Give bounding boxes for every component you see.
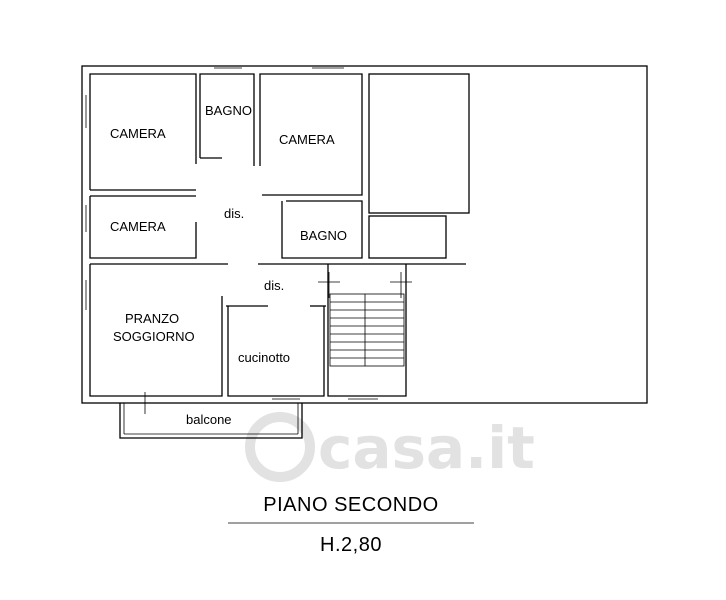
room-label-cucinotto: cucinotto xyxy=(238,350,290,365)
room-label-bagno-1: BAGNO xyxy=(205,103,252,118)
room-label-balcone: balcone xyxy=(186,412,232,427)
storage-block-upper xyxy=(368,73,470,214)
room-label-pranzo: PRANZO xyxy=(125,311,179,326)
wall-pranzo xyxy=(89,264,223,397)
wall-bagno-2 xyxy=(281,200,363,259)
storage-block-lower xyxy=(368,215,447,259)
room-label-soggiorno: SOGGIORNO xyxy=(113,329,195,344)
balcony-outline xyxy=(119,403,303,439)
room-label-dis-2: dis. xyxy=(264,278,284,293)
floor-title: PIANO SECONDO xyxy=(263,494,438,516)
ceiling-height: H.2,80 xyxy=(320,534,382,556)
room-label-bagno-2: BAGNO xyxy=(300,228,347,243)
wall-bagno-1 xyxy=(199,73,255,166)
building-outline xyxy=(81,65,648,404)
watermark: casa.it xyxy=(245,412,535,482)
room-label-camera-1: CAMERA xyxy=(110,126,166,141)
wall-camera-1 xyxy=(89,73,197,190)
watermark-logo-icon xyxy=(245,412,315,482)
room-label-camera-2: CAMERA xyxy=(279,132,335,147)
staircase xyxy=(327,264,407,400)
wall-camera-2 xyxy=(259,73,363,196)
room-label-dis-1: dis. xyxy=(224,206,244,221)
room-label-camera-3: CAMERA xyxy=(110,219,166,234)
watermark-text: casa.it xyxy=(318,414,535,482)
